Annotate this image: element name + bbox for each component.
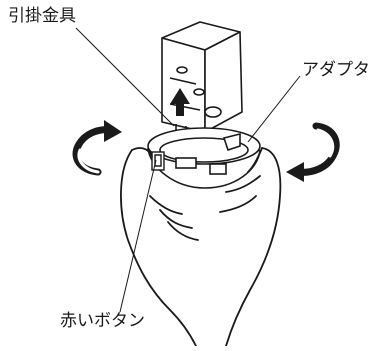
right-hand — [219, 147, 282, 347]
hook-leader-line — [75, 27, 175, 127]
hook-label: 引掛金具 — [8, 6, 76, 26]
adapter-label: アダプタ — [302, 60, 370, 80]
lift-arrow — [170, 88, 190, 116]
detector-box — [161, 21, 243, 135]
leader-lines — [75, 27, 301, 313]
adapter-leader-line — [247, 75, 301, 143]
red-button-leader-line — [119, 159, 157, 313]
red-button — [151, 151, 165, 171]
adapter-disc — [147, 127, 261, 189]
rotate-arrow-left — [72, 120, 122, 176]
left-hand — [120, 147, 199, 347]
rotate-arrow-right — [286, 122, 340, 182]
red-button-label: 赤いボタン — [60, 311, 145, 331]
